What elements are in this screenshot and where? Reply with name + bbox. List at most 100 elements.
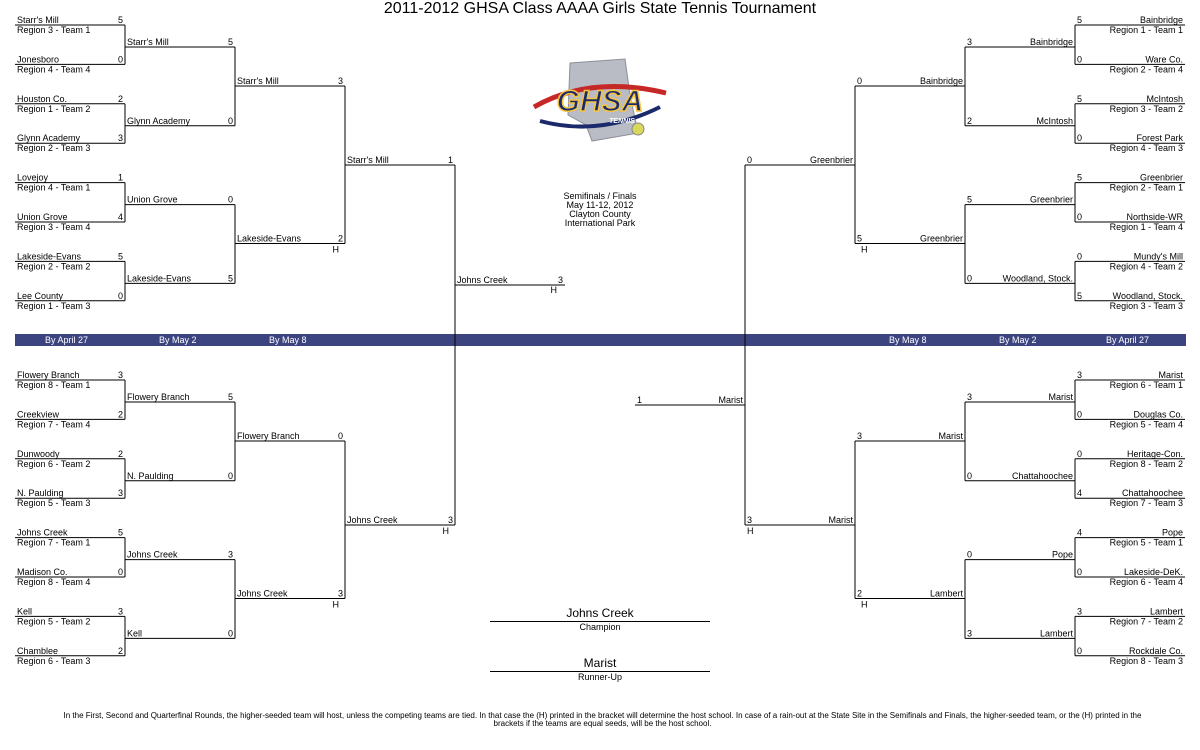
champion-box: Johns Creek Champion <box>490 606 710 632</box>
score: 3 <box>338 589 343 599</box>
score: 5 <box>967 195 972 205</box>
team-name: McIntosh <box>1146 94 1183 104</box>
footnote-line: brackets if the teams are equal seeds, w… <box>493 719 712 728</box>
team-name: Lambert <box>1150 606 1184 616</box>
team-name: Mundy's Mill <box>1134 251 1183 261</box>
seed-label: Region 7 - Team 3 <box>1110 498 1183 508</box>
score: 5 <box>1077 94 1082 104</box>
score: 2 <box>338 234 343 244</box>
score: 0 <box>1077 409 1082 419</box>
score: 0 <box>967 471 972 481</box>
score: 3 <box>967 392 972 402</box>
seed-label: Region 3 - Team 1 <box>17 25 90 35</box>
score: 3 <box>747 515 752 525</box>
seed-label: Region 8 - Team 4 <box>17 577 90 587</box>
seed-label: Region 6 - Team 3 <box>17 656 90 666</box>
runner-up-name: Marist <box>583 656 617 670</box>
score: 0 <box>228 471 233 481</box>
team-name: Madison Co. <box>17 567 68 577</box>
host-marker: H <box>443 526 450 536</box>
tennis-ball-icon <box>631 122 645 136</box>
team-name: Johns Creek <box>237 589 288 599</box>
team-name: Union Grove <box>127 195 178 205</box>
team-name: Union Grove <box>17 212 68 222</box>
host-marker: H <box>333 600 340 610</box>
team-name: Marist <box>939 431 964 441</box>
score: 3 <box>1077 370 1082 380</box>
seed-label: Region 4 - Team 3 <box>1110 143 1183 153</box>
runner-up-label: Runner-Up <box>577 672 623 682</box>
seed-label: Region 1 - Team 3 <box>17 301 90 311</box>
score: 3 <box>338 76 343 86</box>
seed-label: Region 6 - Team 2 <box>17 459 90 469</box>
score: 4 <box>118 212 123 222</box>
score: 0 <box>1077 133 1082 143</box>
team-name: Starr's Mill <box>127 37 169 47</box>
score: 2 <box>967 116 972 126</box>
seed-label: Region 5 - Team 4 <box>1110 419 1183 429</box>
score: 5 <box>228 273 233 283</box>
deadline-label: By May 8 <box>889 335 927 345</box>
team-name: Greenbrier <box>1030 195 1073 205</box>
team-name: Johns Creek <box>457 275 508 285</box>
score: 5 <box>1077 15 1082 25</box>
team-name: Kell <box>17 606 32 616</box>
logo-subtext: TENNIS <box>609 118 635 125</box>
host-marker: H <box>747 526 754 536</box>
score: 3 <box>1077 606 1082 616</box>
score: 0 <box>1077 212 1082 222</box>
score: 1 <box>637 395 642 405</box>
seed-label: Region 3 - Team 2 <box>1110 104 1183 114</box>
team-name: Lakeside-Evans <box>127 273 192 283</box>
info-line: Semifinals / Finals <box>563 191 637 201</box>
team-name: Heritage-Con. <box>1127 449 1183 459</box>
team-name: N. Paulding <box>127 471 174 481</box>
team-name: Pope <box>1052 550 1073 560</box>
host-marker: H <box>333 245 340 255</box>
team-name: Lakeside-Evans <box>17 251 82 261</box>
team-name: N. Paulding <box>17 488 64 498</box>
team-name: Woodland, Stock. <box>1003 273 1073 283</box>
seed-label: Region 1 - Team 2 <box>17 104 90 114</box>
score: 3 <box>118 606 123 616</box>
team-name: Glynn Academy <box>127 116 191 126</box>
team-name: Pope <box>1162 528 1183 538</box>
seed-label: Region 8 - Team 3 <box>1110 656 1183 666</box>
score: 0 <box>747 155 752 165</box>
host-marker: H <box>551 285 558 295</box>
seed-label: Region 1 - Team 4 <box>1110 222 1183 232</box>
team-name: Houston Co. <box>17 94 67 104</box>
score: 0 <box>228 628 233 638</box>
score: 4 <box>1077 528 1082 538</box>
team-name: Johns Creek <box>347 515 398 525</box>
seed-label: Region 6 - Team 4 <box>1110 577 1183 587</box>
score: 5 <box>228 37 233 47</box>
deadline-label: By May 8 <box>269 335 307 345</box>
team-name: Johns Creek <box>17 528 68 538</box>
team-name: Creekview <box>17 409 60 419</box>
score: 5 <box>118 528 123 538</box>
team-name: Marist <box>1159 370 1184 380</box>
score: 0 <box>1077 646 1082 656</box>
team-name: Kell <box>127 628 142 638</box>
seed-label: Region 4 - Team 4 <box>17 64 90 74</box>
score: 5 <box>228 392 233 402</box>
team-name: Flowery Branch <box>237 431 300 441</box>
team-name: Marist <box>829 515 854 525</box>
info-line: Clayton County <box>569 209 631 219</box>
team-name: Flowery Branch <box>127 392 190 402</box>
team-name: Lambert <box>1040 628 1074 638</box>
team-name: Lambert <box>930 589 964 599</box>
team-name: Douglas Co. <box>1133 409 1183 419</box>
score: 3 <box>967 628 972 638</box>
score: 2 <box>857 589 862 599</box>
team-name: Bainbridge <box>1030 37 1073 47</box>
score: 5 <box>1077 291 1082 301</box>
seed-label: Region 8 - Team 2 <box>1110 459 1183 469</box>
seed-label: Region 8 - Team 1 <box>17 380 90 390</box>
champion-label: Champion <box>579 622 621 632</box>
team-name: Chattahoochee <box>1122 488 1183 498</box>
score: 0 <box>338 431 343 441</box>
team-name: Woodland, Stock. <box>1113 291 1183 301</box>
